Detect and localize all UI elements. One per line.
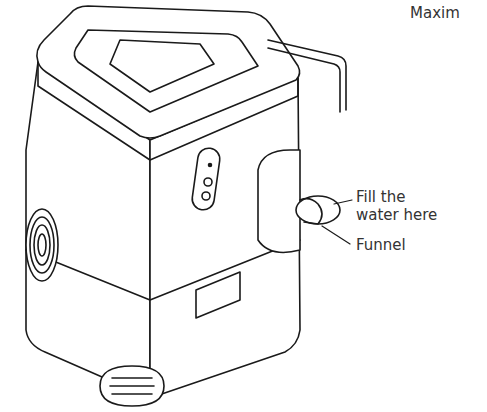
- handle: [268, 40, 346, 112]
- lid-top: [37, 6, 300, 138]
- part-label: Funnel: [356, 236, 436, 254]
- funnel-inner: [300, 199, 322, 224]
- part-label: Fill the water here: [356, 188, 451, 224]
- funnel: [296, 196, 340, 224]
- lid-window: [74, 30, 258, 112]
- funnel-housing: [258, 150, 300, 252]
- button: [204, 178, 212, 186]
- tray-slots: [110, 378, 154, 394]
- indicator: [209, 164, 212, 167]
- leader-line: [334, 200, 352, 204]
- control-panel: [191, 147, 221, 211]
- leader-line: [322, 226, 350, 244]
- vent: [38, 234, 46, 256]
- dispenser: [196, 272, 240, 318]
- vent: [34, 225, 50, 265]
- part-label: Maxim: [410, 4, 484, 22]
- vent: [26, 209, 58, 281]
- body-seam: [26, 240, 300, 300]
- button: [202, 192, 210, 200]
- vent: [30, 217, 54, 273]
- drain-tray: [100, 366, 164, 406]
- lid-window-inner: [110, 40, 214, 92]
